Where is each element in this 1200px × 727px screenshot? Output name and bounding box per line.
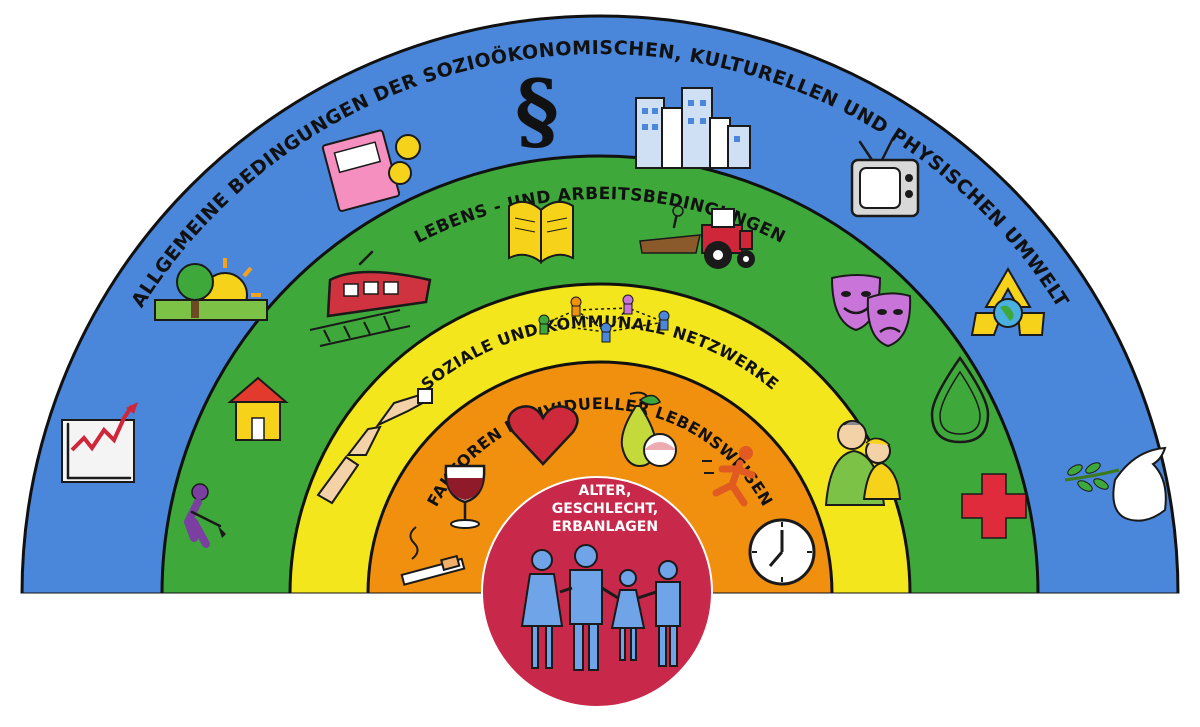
core-label-line-2: GESCHLECHT, bbox=[552, 501, 658, 517]
recycling-icon bbox=[970, 267, 1046, 336]
landscape-sun-icon bbox=[154, 258, 268, 321]
worker-digging-icon bbox=[183, 483, 226, 548]
money-icon bbox=[321, 129, 421, 212]
book-icon bbox=[508, 200, 574, 264]
clock-icon bbox=[748, 518, 816, 586]
house-icon bbox=[227, 376, 289, 441]
tractor-icon bbox=[639, 205, 755, 269]
runner-icon bbox=[702, 446, 756, 507]
theater-masks-icon bbox=[830, 274, 912, 348]
network-people-icon bbox=[538, 294, 670, 343]
core-label-line-1: ALTER, bbox=[579, 483, 632, 499]
paragraph-law-icon: § bbox=[515, 61, 559, 160]
wine-glass-icon bbox=[444, 464, 486, 529]
train-icon bbox=[309, 250, 432, 347]
cigarette-icon bbox=[400, 526, 466, 586]
growth-chart-icon bbox=[61, 402, 138, 483]
heart-icon bbox=[507, 405, 579, 466]
television-icon bbox=[850, 138, 920, 218]
family-figures-icon bbox=[520, 544, 681, 671]
core-label-line-3: ERBANLAGEN bbox=[552, 519, 658, 535]
family-embrace-icon bbox=[824, 420, 902, 506]
city-buildings-icon bbox=[635, 87, 751, 169]
water-drop-icon bbox=[930, 355, 990, 444]
medical-cross-icon bbox=[961, 473, 1027, 539]
fruit-icon bbox=[620, 391, 677, 468]
dove-peace-icon bbox=[1064, 446, 1167, 522]
helping-hands-icon bbox=[316, 388, 433, 505]
